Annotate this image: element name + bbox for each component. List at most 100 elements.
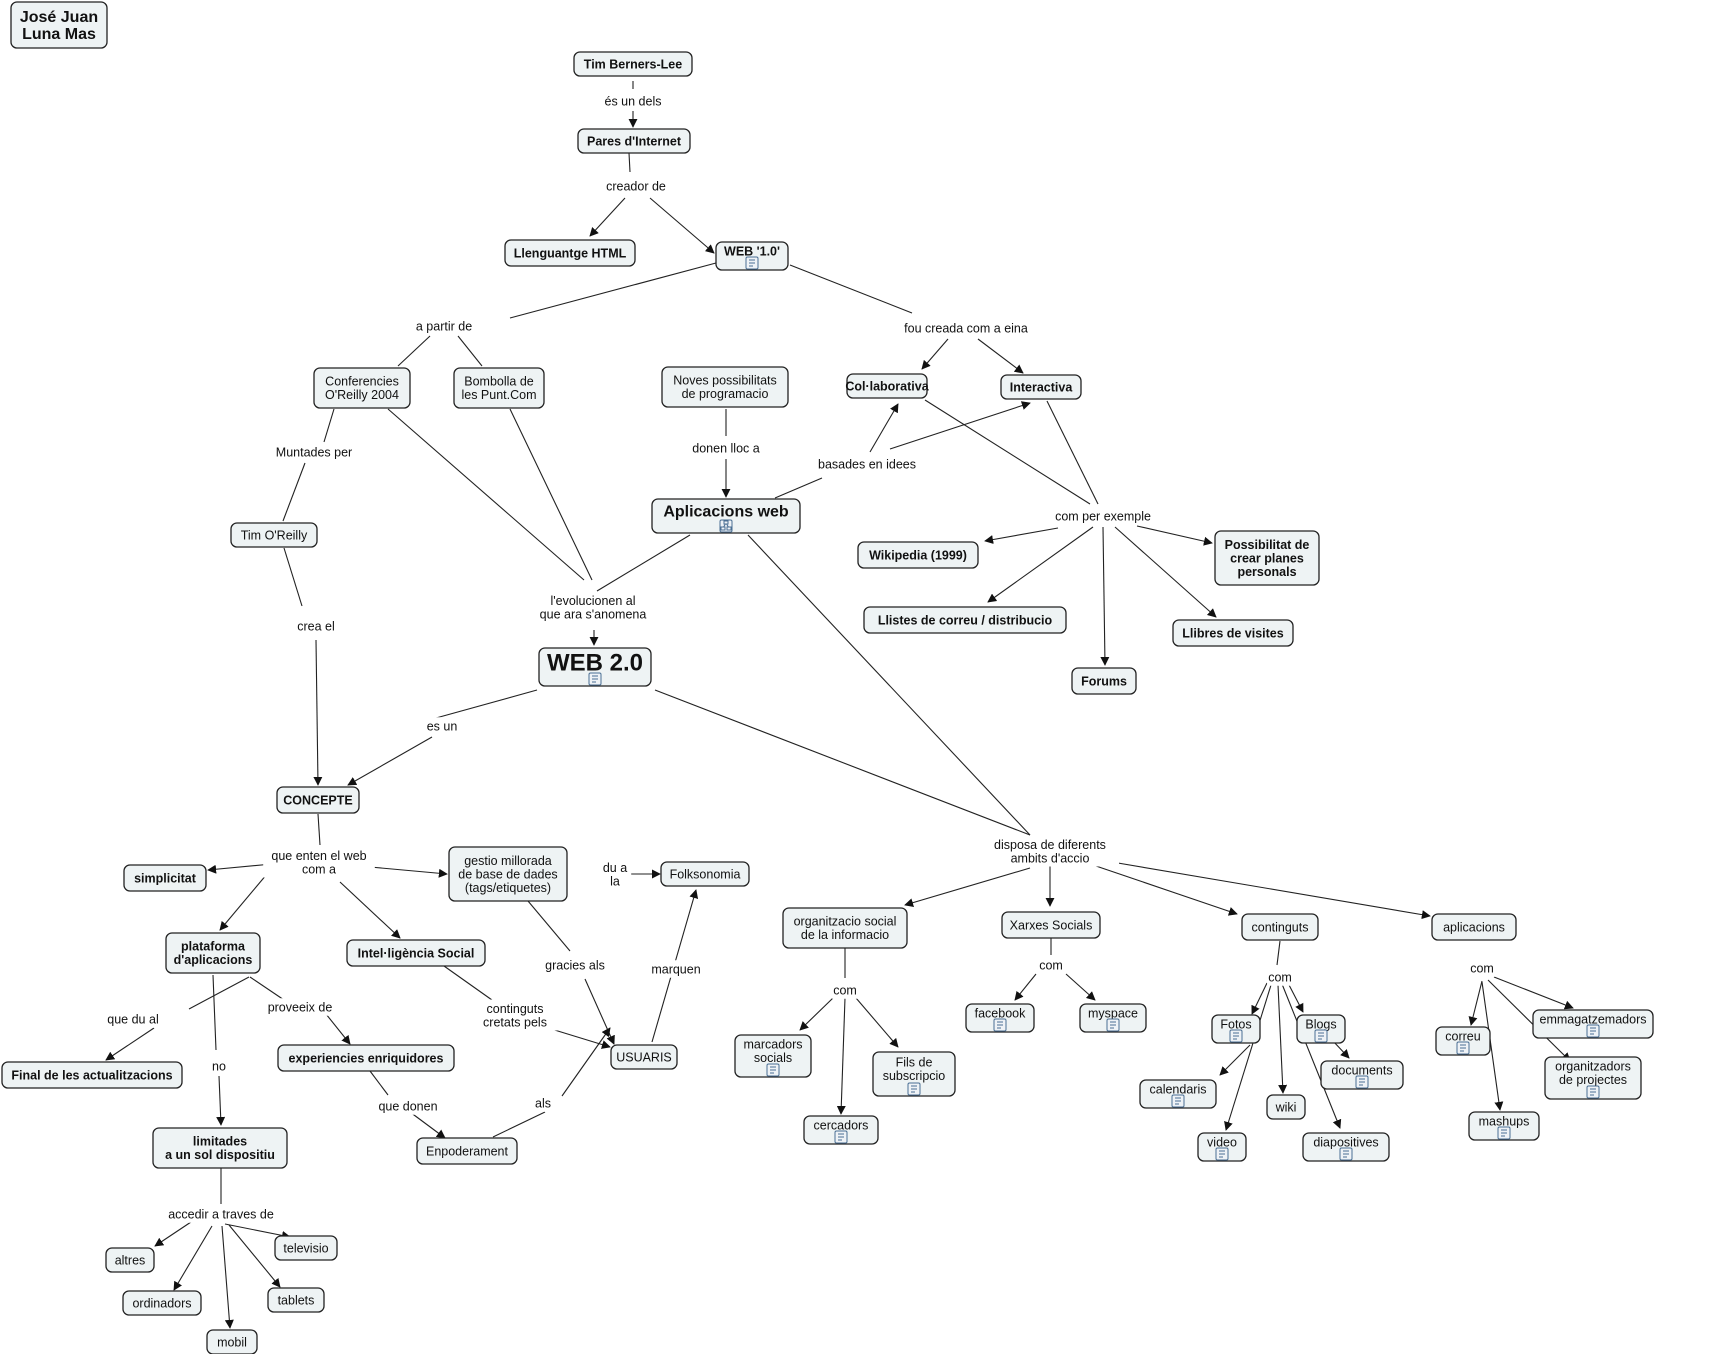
document-icon[interactable]: [1339, 1147, 1353, 1161]
node-timoreilly[interactable]: Tim O'Reilly: [230, 522, 318, 548]
node-continguts[interactable]: continguts: [1241, 913, 1319, 941]
document-icon[interactable]: [1314, 1029, 1328, 1043]
link-line: [527, 900, 571, 952]
node-intel[interactable]: Intel·ligència Social: [346, 939, 486, 967]
document-icon[interactable]: [766, 1063, 780, 1077]
node-label: Final de les actualitzacions: [11, 1068, 172, 1082]
link-line: [347, 736, 433, 786]
node-llistes[interactable]: Llistes de correu / distribucio: [863, 606, 1067, 634]
link-label-text: accedir a traves de: [168, 1208, 274, 1222]
document-icon[interactable]: [993, 1018, 1007, 1032]
link-label-text: du a: [603, 861, 627, 875]
node-xarxes[interactable]: Xarxes Socials: [1001, 911, 1101, 939]
document-icon[interactable]: [1215, 1147, 1229, 1161]
link-line: [547, 1027, 611, 1049]
node-tablets[interactable]: tablets: [267, 1287, 325, 1313]
document-icon[interactable]: [1171, 1094, 1185, 1108]
document-icon[interactable]: [1497, 1126, 1511, 1140]
node-label: televisio: [283, 1241, 328, 1255]
node-label: altres: [115, 1253, 146, 1267]
node-mobil[interactable]: mobil: [206, 1329, 258, 1354]
node-tbl[interactable]: Tim Berners-Lee: [573, 51, 693, 77]
link-label: als: [530, 1094, 556, 1112]
node-experiencies[interactable]: experiencies enriquidores: [277, 1044, 455, 1072]
node-simplicitat[interactable]: simplicitat: [123, 864, 207, 892]
document-icon[interactable]: [834, 1130, 848, 1144]
node-mashups[interactable]: mashups: [1468, 1111, 1540, 1141]
node-web1[interactable]: WEB '1.0': [715, 241, 789, 271]
node-label: continguts: [1252, 920, 1309, 934]
node-documents[interactable]: documents: [1320, 1060, 1404, 1090]
document-icon[interactable]: [1586, 1024, 1600, 1038]
node-emmagatzemadors[interactable]: emmagatzemadors: [1532, 1009, 1654, 1039]
node-pares[interactable]: Pares d'Internet: [577, 128, 691, 154]
node-final[interactable]: Final de les actualitzacions: [1, 1061, 183, 1089]
document-icon[interactable]: [745, 256, 759, 270]
node-web2[interactable]: WEB 2.0: [538, 647, 652, 687]
node-facebook[interactable]: facebook: [965, 1003, 1035, 1033]
link-line: [589, 197, 626, 237]
node-aplicacions[interactable]: aplicacions: [1431, 913, 1517, 941]
node-colab[interactable]: Col·laborativa: [845, 373, 930, 399]
node-wiki[interactable]: wiki: [1266, 1094, 1306, 1120]
node-fotos[interactable]: Fotos: [1211, 1014, 1261, 1044]
node-cercadors[interactable]: cercadors: [803, 1115, 879, 1145]
link-line: [282, 462, 306, 522]
link-line: [1332, 1040, 1350, 1059]
document-icon[interactable]: [588, 672, 602, 686]
node-forums[interactable]: Forums: [1071, 667, 1137, 695]
node-label: subscripcio: [883, 1069, 946, 1083]
node-label: Llistes de correu / distribucio: [878, 613, 1053, 627]
node-label: calendaris: [1150, 1082, 1207, 1096]
link-line: [1276, 940, 1281, 966]
node-ordinadors[interactable]: ordinadors: [122, 1290, 202, 1316]
link-label-text: com: [1039, 959, 1063, 973]
link-line: [1224, 984, 1272, 1131]
node-folks[interactable]: Folksonomia: [660, 861, 750, 887]
node-blogs[interactable]: Blogs: [1296, 1014, 1346, 1044]
node-myspace[interactable]: myspace: [1079, 1003, 1147, 1033]
document-icon[interactable]: [1456, 1041, 1470, 1055]
node-usuaris[interactable]: USUARIS: [610, 1044, 678, 1070]
node-html[interactable]: Llenguantge HTML: [504, 239, 636, 267]
link-line: [921, 338, 949, 370]
document-icon[interactable]: [907, 1082, 921, 1096]
link-line: [1136, 525, 1213, 546]
node-apps[interactable]: Aplicacions web: [651, 498, 801, 534]
node-interactiva[interactable]: Interactiva: [1000, 374, 1082, 400]
link-line: [1277, 984, 1288, 1094]
node-wikipedia[interactable]: Wikipedia (1999): [857, 541, 979, 569]
link-label-text: donen lloc a: [692, 442, 759, 456]
document-icon[interactable]: [1586, 1085, 1600, 1099]
node-llibres[interactable]: Llibres de visites: [1172, 619, 1294, 647]
node-label: diapositives: [1313, 1135, 1378, 1149]
node-correu[interactable]: correu: [1435, 1026, 1491, 1056]
node-concepte[interactable]: CONCEPTE: [276, 786, 360, 814]
document-icon[interactable]: [1355, 1075, 1369, 1089]
node-televisio[interactable]: televisio: [274, 1235, 338, 1261]
node-altres[interactable]: altres: [105, 1247, 155, 1273]
node-diapositives[interactable]: diapositives: [1302, 1132, 1390, 1162]
document-icon[interactable]: [1106, 1018, 1120, 1032]
map-link-icon[interactable]: [719, 519, 733, 533]
node-label: WEB '1.0': [724, 244, 780, 258]
node-label: Fils de: [896, 1056, 933, 1070]
node-enpoderament[interactable]: Enpoderament: [416, 1137, 518, 1165]
link-line: [325, 1013, 351, 1045]
document-icon[interactable]: [1229, 1029, 1243, 1043]
node-label: Llenguantge HTML: [514, 246, 627, 260]
node-video[interactable]: video: [1197, 1132, 1247, 1162]
node-calendaris[interactable]: calendaris: [1139, 1079, 1217, 1109]
